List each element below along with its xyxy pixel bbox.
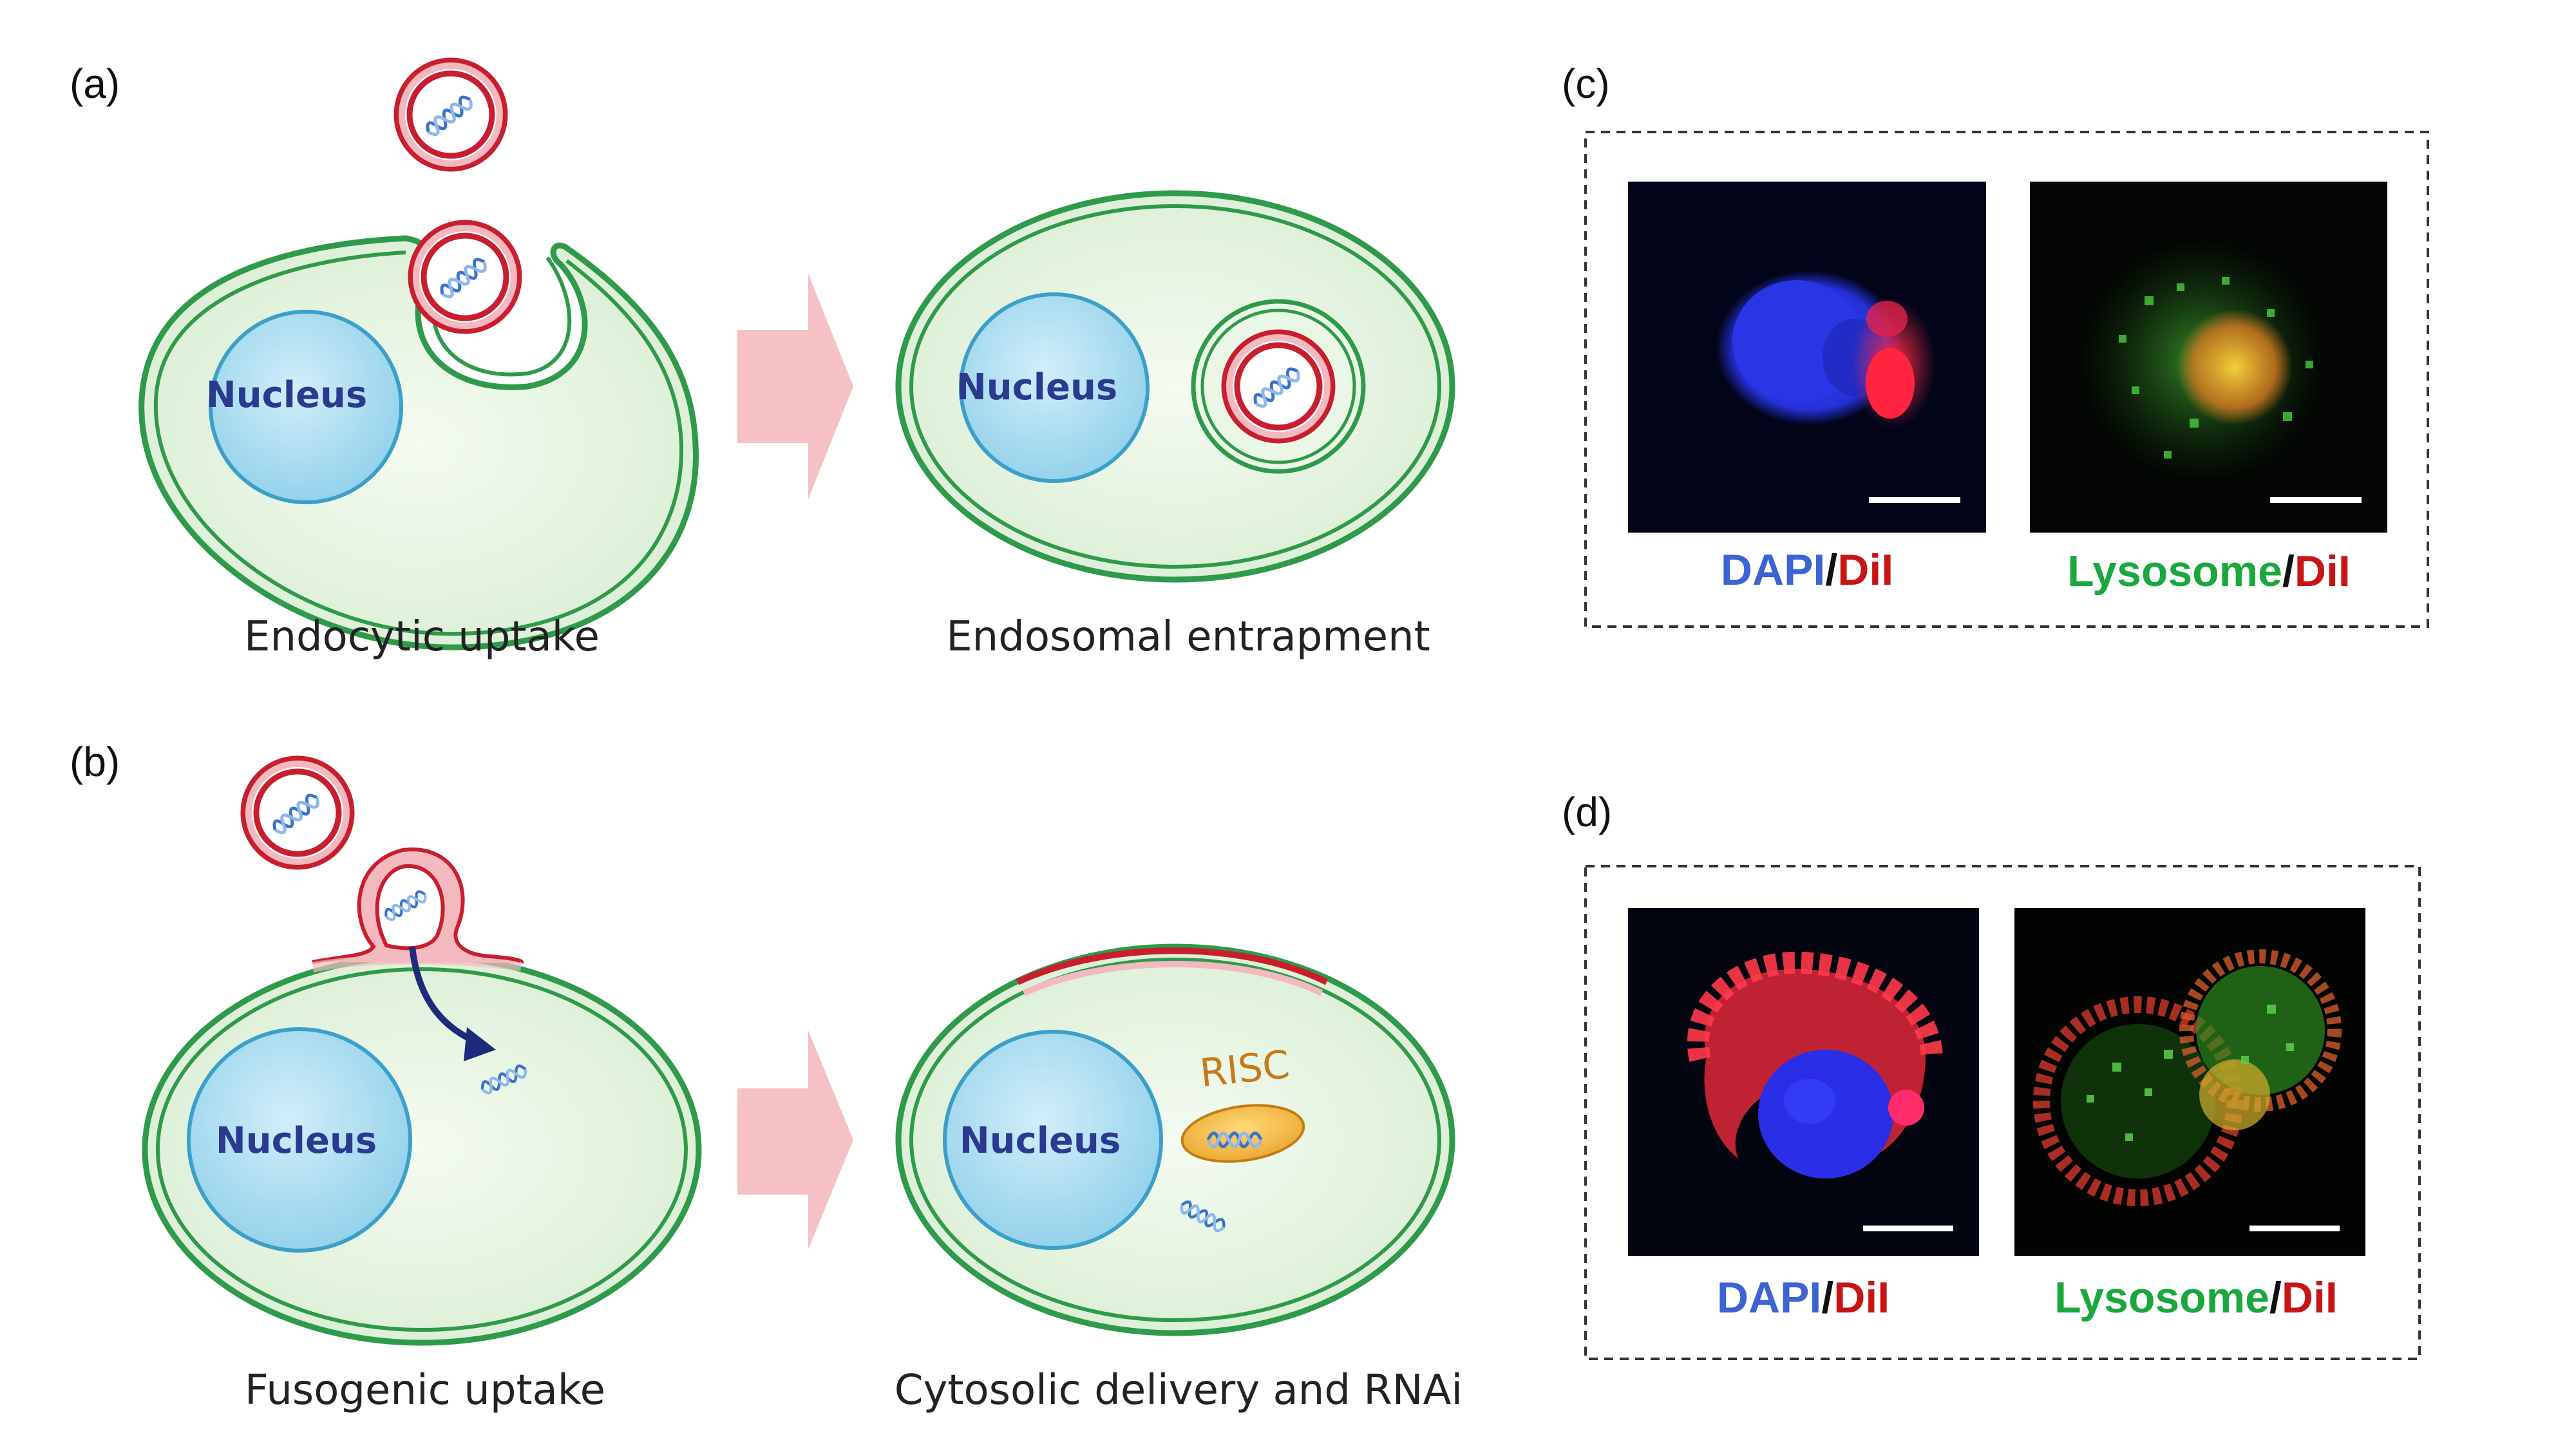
panel-d-micrograph-dapi-dil bbox=[1628, 908, 1979, 1256]
stain-separator: / bbox=[1825, 545, 1837, 594]
panel-a-nucleus-right-label: Nucleus bbox=[956, 366, 1117, 408]
scale-bar bbox=[2270, 497, 2362, 503]
panel-b-caption-right: Cytosolic delivery and RNAi bbox=[895, 1367, 1463, 1414]
panel-b-caption-left: Fusogenic uptake bbox=[245, 1367, 605, 1414]
panel-b-label: (b) bbox=[70, 739, 120, 785]
panel-d-label: (d) bbox=[1562, 789, 1612, 835]
scale-bar bbox=[2249, 1226, 2340, 1231]
panel-c-stain-left: DAPI/DiI bbox=[1721, 545, 1893, 594]
panel-a-caption-right: Endosomal entrapment bbox=[946, 613, 1430, 661]
panel-d-micrograph-lysosome-dil bbox=[2014, 908, 2365, 1256]
panel-a-nucleus-left bbox=[209, 310, 403, 504]
stain-dapi: DAPI bbox=[1717, 1273, 1821, 1322]
panel-a-caption-left: Endocytic uptake bbox=[244, 613, 600, 661]
stain-lysosome: Lysosome bbox=[2067, 547, 2282, 596]
panel-a-cell-entrapment bbox=[895, 190, 1455, 583]
panel-c-micrograph-dapi-dil bbox=[1628, 182, 1986, 533]
stain-dil: DiI bbox=[1837, 545, 1893, 594]
panel-b-nucleus-left bbox=[187, 1027, 412, 1253]
panel-d-stain-right: Lysosome/DiI bbox=[2054, 1273, 2338, 1322]
scale-bar bbox=[1869, 497, 1960, 503]
liposome-icon bbox=[243, 759, 352, 867]
liposome-icon bbox=[397, 61, 505, 169]
panel-a-label: (a) bbox=[70, 61, 120, 107]
stain-dil: DiI bbox=[1833, 1273, 1889, 1322]
panel-a-nucleus-right bbox=[959, 292, 1150, 483]
stain-separator: / bbox=[2269, 1273, 2282, 1322]
stain-separator: / bbox=[2282, 547, 2295, 596]
panel-d-stain-left: DAPI/DiI bbox=[1717, 1273, 1889, 1322]
endosome-icon bbox=[1191, 299, 1366, 474]
process-arrow-icon bbox=[737, 1030, 853, 1249]
stain-dil: DiI bbox=[2295, 547, 2351, 596]
stain-separator: / bbox=[1821, 1273, 1833, 1322]
liposome-icon bbox=[411, 223, 519, 331]
panel-b-nucleus-right-label: Nucleus bbox=[960, 1120, 1121, 1162]
stain-dapi: DAPI bbox=[1721, 545, 1825, 594]
release-arrow-head-icon bbox=[464, 1027, 496, 1061]
stain-dil: DiI bbox=[2282, 1273, 2338, 1322]
panel-c-micrograph-lysosome-dil bbox=[2030, 182, 2387, 533]
risc-label: RISC bbox=[1198, 1042, 1292, 1096]
stain-lysosome: Lysosome bbox=[2054, 1273, 2269, 1322]
panel-c-label: (c) bbox=[1562, 61, 1610, 107]
panel-b-nucleus-right bbox=[943, 1030, 1163, 1250]
scale-bar bbox=[1863, 1226, 1953, 1231]
panel-c-stain-right: Lysosome/DiI bbox=[2067, 547, 2351, 596]
panel-a-nucleus-left-label: Nucleus bbox=[206, 374, 367, 416]
panel-b-nucleus-left-label: Nucleus bbox=[216, 1120, 377, 1162]
process-arrow-icon bbox=[737, 274, 853, 499]
panel-c-frame bbox=[1584, 131, 2429, 628]
